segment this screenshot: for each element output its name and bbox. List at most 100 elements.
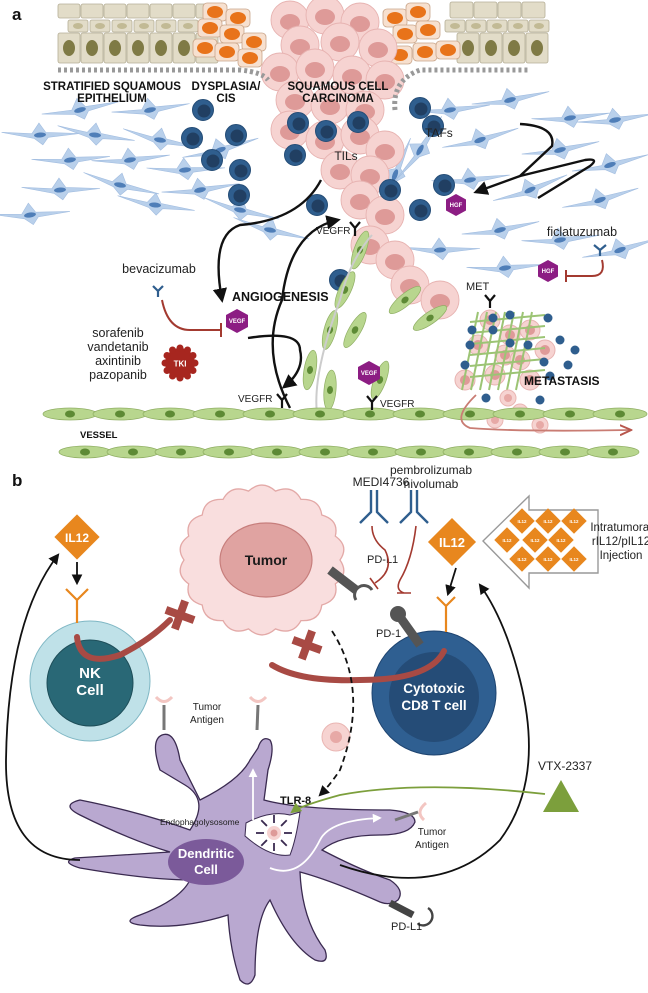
fibroblast [1, 122, 81, 146]
fibroblast [562, 187, 639, 210]
vegfr-receptor-left-icon [276, 393, 288, 408]
antigen-route-arrow-1 [269, 813, 382, 872]
panel-a: a STRATIFIED SQUAMOUS EPITHELIUM DYSPLAS… [0, 0, 648, 459]
fibroblast [41, 97, 120, 120]
endothelial-cell [392, 407, 448, 421]
endothelial-cell [92, 407, 148, 421]
il12-tile: IL12 [494, 527, 520, 553]
injection-label-line2: rIL12/pIL12 [592, 536, 648, 548]
endothelial-sprout [323, 369, 337, 411]
fibroblast [521, 137, 600, 160]
vegf-label-1: VEGF [229, 319, 246, 325]
endothelial-cell [250, 445, 304, 459]
lymphocyte [535, 395, 545, 405]
vtx-label: VTX-2337 [538, 759, 592, 773]
vegf-label-2: VEGF [361, 371, 378, 377]
label-epithelium: EPITHELIUM [77, 93, 147, 105]
dc-to-il12-right-arrow [339, 583, 530, 879]
endothelial-cell [592, 407, 648, 421]
tumor-antigen-2-label-line1: Tumor [418, 827, 447, 838]
cd8-t-cell: Cytotoxic CD8 T cell [371, 630, 497, 756]
lymphocyte [555, 335, 565, 345]
vegf-hexagon-1: VEGF [226, 309, 248, 333]
label-tils: TILs [334, 149, 357, 163]
label-ficlatuzumab: ficlatuzumab [547, 225, 617, 239]
endothelial-strand [469, 347, 546, 356]
tki-badge: TKI [161, 344, 199, 382]
tki-drug-2: vandetanib [87, 340, 148, 354]
endothelial-cell [542, 407, 598, 421]
il12-receptor-nk-icon [65, 588, 89, 623]
il12-tile-label: IL12 [543, 519, 553, 524]
label-carcinoma: CARCINOMA [302, 93, 374, 105]
tumor-antigen-1-icon [154, 695, 174, 730]
fibroblast [83, 172, 160, 196]
sprout-guide [315, 234, 373, 421]
epithelial-cell [80, 3, 104, 19]
pd1-receptor-icon [390, 606, 424, 648]
tumor-antigen-2-icon [248, 695, 268, 731]
il12-tile: IL12 [561, 546, 587, 572]
il12-receptor-cd8-icon [436, 596, 456, 632]
dc-to-il12-left-arrow [5, 553, 81, 861]
epithelial-cell [103, 3, 127, 19]
epithelial-cell [473, 1, 498, 19]
label-squamous-cell: SQUAMOUS CELL [288, 81, 389, 93]
endothelial-strand [461, 311, 479, 391]
fibroblast [123, 127, 200, 151]
tumor-antigen-1-label-line2: Antigen [190, 715, 224, 726]
label-medi4736: MEDI4736 [353, 475, 410, 489]
il12-left-diamond: IL12 [54, 514, 100, 560]
il12-tile-label: IL12 [517, 557, 527, 562]
vegf-to-vegfr-left-arrow [247, 334, 303, 389]
il12-right-down-arrow [445, 567, 457, 597]
tlr8-receptor [260, 819, 268, 827]
fibroblast [411, 97, 490, 120]
vtx-2337-triangle-icon [543, 780, 579, 812]
tki-drug-1: sorafenib [92, 326, 143, 340]
vegf-hexagon-2: VEGF [358, 361, 380, 385]
endothelial-sprout [343, 312, 367, 348]
metastasis-cluster [454, 309, 580, 434]
epithelial-cell [57, 3, 81, 19]
fibroblast [582, 237, 648, 260]
met-receptor-icon [484, 294, 496, 308]
pembrolizumab-antibody-icon [399, 490, 429, 524]
ficlatuzumab-inhibition [565, 259, 604, 282]
endothelial-cell [142, 407, 198, 421]
endothelial-cell [346, 445, 400, 459]
blood-vessel [42, 407, 648, 459]
tki-drug-4: pazopanib [89, 368, 147, 382]
label-vegfr-right: VEGFR [380, 399, 414, 410]
fibroblast [431, 167, 510, 190]
tumor-fragment [330, 731, 342, 743]
pd-l1-dc-icon [388, 899, 434, 927]
lymphocyte [505, 338, 515, 348]
lymphocyte [523, 340, 533, 350]
label-dysplasia: DYSPLASIA/ [191, 81, 261, 93]
panel-a-letter: a [12, 5, 22, 24]
pd1-label: PD-1 [376, 628, 401, 640]
label-tafs: TAFs [425, 126, 453, 140]
endothelial-strand [469, 369, 546, 378]
endothelial-strand [469, 325, 546, 334]
fibroblast [111, 97, 190, 120]
endothelial-cell [192, 407, 248, 421]
hgf-hexagon-1: HGF [446, 194, 466, 216]
epithelial-cell [126, 3, 150, 19]
lymphocyte [467, 325, 477, 335]
il12-tile-label: IL12 [543, 557, 553, 562]
endophagolysosome-label: Endophagolysosome [160, 817, 240, 827]
tumor-antigen-3-icon [394, 801, 427, 822]
endothelial-strand [515, 311, 533, 391]
tumor-to-vegf-arrow [212, 179, 323, 303]
lymphocyte [539, 357, 549, 367]
label-bevacizumab: bevacizumab [122, 262, 196, 276]
tlr8-receptors [256, 815, 292, 851]
endothelial-cell [394, 445, 448, 459]
tumor-infiltrating-lymphocytes [181, 97, 455, 291]
endothelial-cell [58, 445, 112, 459]
label-nivolumab: nivolumab [404, 477, 459, 491]
